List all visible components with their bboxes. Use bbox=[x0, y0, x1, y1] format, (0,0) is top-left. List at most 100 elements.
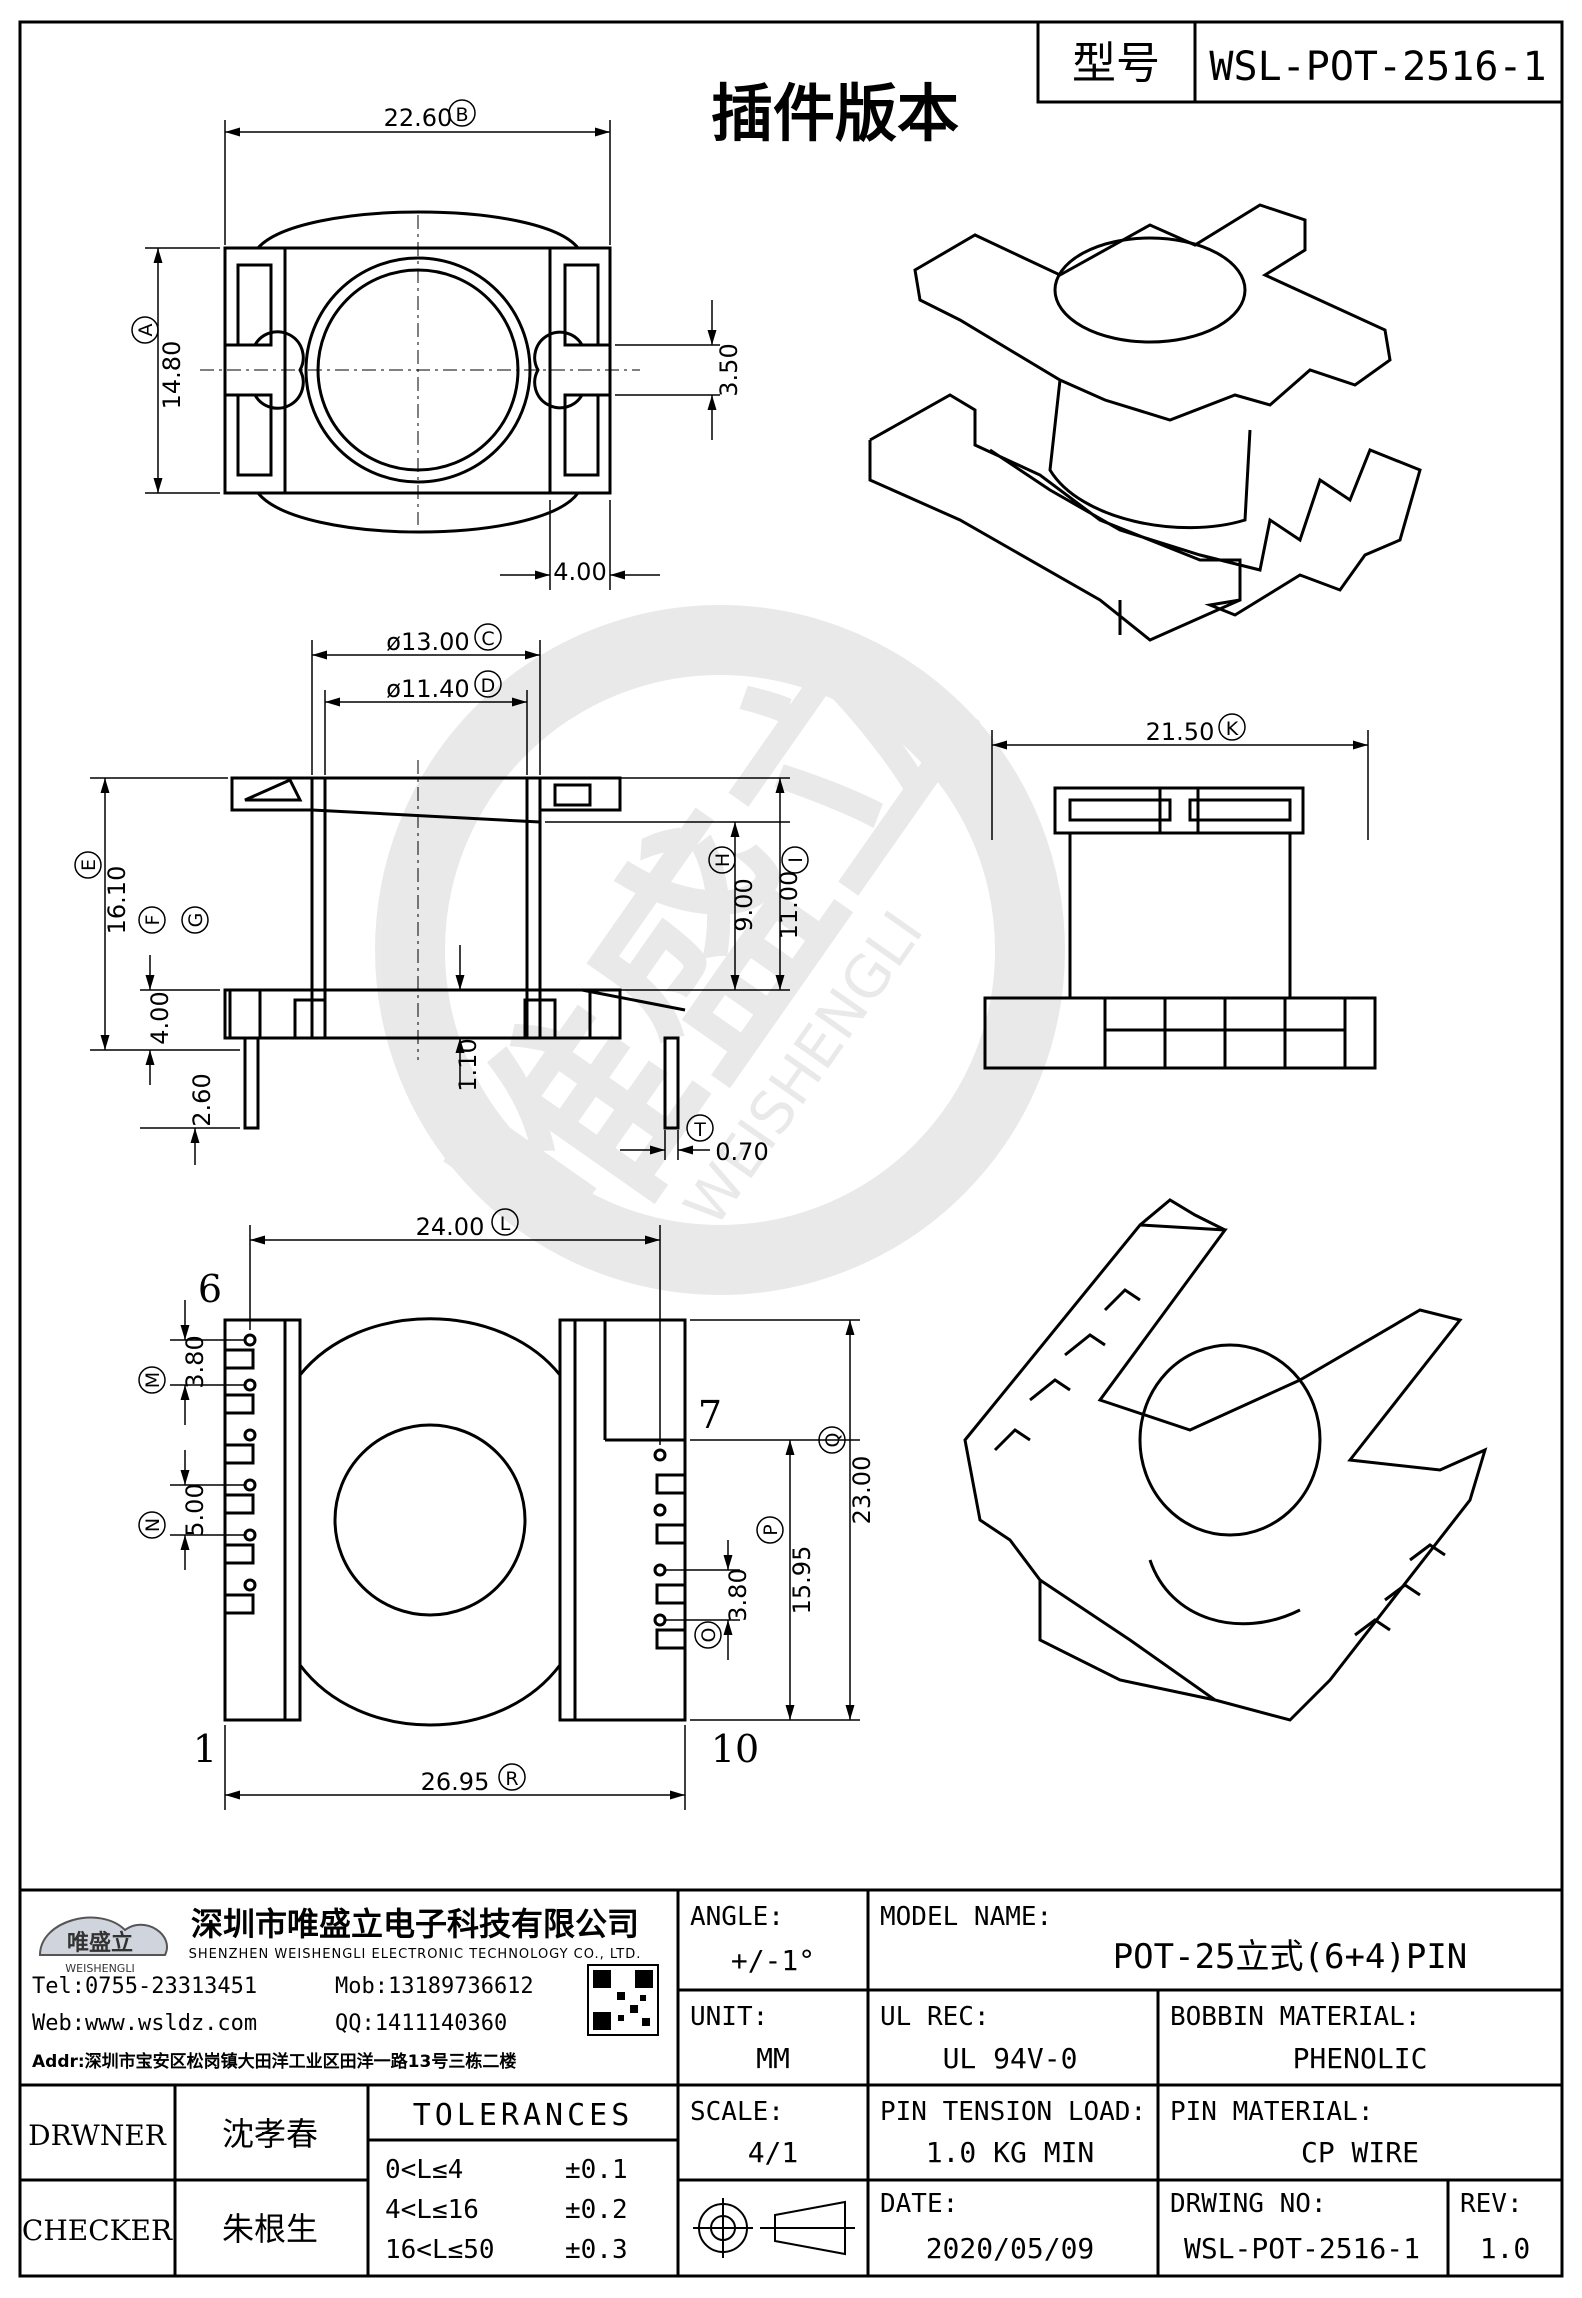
dim-length-tag: Q bbox=[822, 1433, 844, 1448]
company-logo: 唯盛立 WEISHENGLI bbox=[38, 1916, 168, 1975]
scale-label: SCALE: bbox=[690, 2097, 784, 2127]
page-title: 插件版本 bbox=[711, 77, 959, 150]
unit-value: MM bbox=[756, 2042, 790, 2075]
model-name-value: POT-25立式(6+4)PIN bbox=[1113, 1937, 1468, 1977]
company-addr: Addr:深圳市宝安区松岗镇大田洋工业区田洋一路13号三栋二楼 bbox=[32, 2051, 516, 2072]
title-block-grid bbox=[20, 1888, 1562, 2276]
tol-value-2: ±0.2 bbox=[565, 2195, 628, 2225]
company-qq: QQ:1411140360 bbox=[335, 2011, 507, 2036]
ul-label: UL REC: bbox=[880, 2002, 990, 2032]
checker-label: CHECKER bbox=[22, 2214, 173, 2247]
company-web: Web:www.wsldz.com bbox=[32, 2011, 257, 2036]
pin-label-10: 10 bbox=[711, 1727, 759, 1771]
dim-outer-dia-tag: C bbox=[481, 628, 494, 650]
bobbin-material-label: BOBBIN MATERIAL: bbox=[1170, 2002, 1420, 2032]
dim-front-width: 21.50 bbox=[1146, 718, 1215, 746]
dim-pitch-right: 3.80 bbox=[724, 1568, 752, 1621]
header-model-value: WSL-POT-2516-1 bbox=[1209, 44, 1546, 90]
rev-label: REV: bbox=[1460, 2189, 1523, 2219]
dim-top-width-tag: B bbox=[455, 104, 468, 126]
drawing-no-label: DRWING NO: bbox=[1170, 2189, 1327, 2219]
unit-label: UNIT: bbox=[690, 2002, 768, 2032]
dim-gap: 5.00 bbox=[181, 1483, 209, 1536]
checker-value: 朱根生 bbox=[222, 2210, 318, 2248]
dim-pin-stub: 2.60 bbox=[188, 1073, 216, 1126]
projection-symbol-icon bbox=[693, 2198, 855, 2258]
pin-label-6: 6 bbox=[198, 1267, 222, 1311]
rev-value: 1.0 bbox=[1480, 2232, 1531, 2265]
dim-pin-span: 24.00 bbox=[416, 1213, 485, 1241]
dim-f-tag: F bbox=[142, 915, 164, 926]
dim-length: 23.00 bbox=[848, 1456, 876, 1525]
dim-inner-height-tag: I bbox=[785, 857, 807, 863]
pin-material-label: PIN MATERIAL: bbox=[1170, 2097, 1374, 2127]
date-label: DATE: bbox=[880, 2189, 958, 2219]
top-view-dims bbox=[145, 120, 720, 590]
dim-top-flange: 4.00 bbox=[553, 558, 606, 586]
drawing-no-value: WSL-POT-2516-1 bbox=[1184, 2232, 1420, 2265]
side-view bbox=[223, 760, 686, 1130]
pin-tension-value: 1.0 KG MIN bbox=[926, 2136, 1095, 2169]
pin-label-1: 1 bbox=[193, 1727, 217, 1771]
side-view-dims bbox=[90, 640, 790, 1165]
dim-outer-dia: ø13.00 bbox=[386, 628, 469, 656]
tol-range-2: 4<L≤16 bbox=[385, 2195, 479, 2225]
dim-inner-height: 11.00 bbox=[775, 871, 803, 940]
tol-range-3: 16<L≤50 bbox=[385, 2235, 495, 2265]
ul-value: UL 94V-0 bbox=[943, 2042, 1078, 2075]
dim-top-height-tag: A bbox=[135, 324, 157, 337]
dim-pin-dia: 0.70 bbox=[715, 1138, 768, 1166]
tol-range-1: 0<L≤4 bbox=[385, 2155, 463, 2185]
tol-value-3: ±0.3 bbox=[565, 2235, 628, 2265]
pin-label-7: 7 bbox=[698, 1393, 722, 1437]
dim-pitch: 3.80 bbox=[181, 1335, 209, 1388]
dim-total-height: 16.10 bbox=[103, 866, 131, 935]
dim-flange-thickness: 1.10 bbox=[454, 1038, 482, 1091]
qr-code-icon bbox=[587, 1964, 659, 2036]
top-view bbox=[200, 210, 640, 534]
company-mob: Mob:13189736612 bbox=[335, 1974, 534, 1999]
watermark: 唯盛立 WEISHENGLI bbox=[375, 586, 1065, 1304]
dim-pitch-tag: M bbox=[142, 1372, 164, 1388]
tol-value-1: ±0.1 bbox=[565, 2155, 628, 2185]
drawner-value: 沈孝春 bbox=[222, 2115, 318, 2153]
dim-winding-height: 9.00 bbox=[730, 878, 758, 931]
dim-base-height: 4.00 bbox=[146, 991, 174, 1044]
angle-label: ANGLE: bbox=[690, 1902, 784, 1932]
dim-mid-tag: P bbox=[760, 1524, 782, 1535]
angle-value: +/-1° bbox=[731, 1944, 815, 1977]
dim-pin-span-tag: L bbox=[500, 1213, 511, 1235]
dim-inner-dia-tag: D bbox=[481, 675, 496, 697]
front-view bbox=[983, 786, 1377, 1070]
dim-inner-dia: ø11.40 bbox=[386, 675, 469, 703]
tolerances-title: TOLERANCES bbox=[413, 2098, 634, 2133]
bobbin-material-value: PHENOLIC bbox=[1293, 2042, 1428, 2075]
company-name-en: SHENZHEN WEISHENGLI ELECTRONIC TECHNOLOG… bbox=[189, 1947, 642, 1962]
dim-winding-height-tag: H bbox=[712, 853, 734, 867]
model-name-label: MODEL NAME: bbox=[880, 1902, 1052, 1932]
company-logo-cn: 唯盛立 bbox=[67, 1930, 133, 1956]
date-value: 2020/05/09 bbox=[926, 2232, 1095, 2265]
company-name-cn: 深圳市唯盛立电子科技有限公司 bbox=[191, 1905, 639, 1943]
dim-gap-tag: N bbox=[142, 1518, 164, 1532]
dim-pin-dia-tag: T bbox=[693, 1119, 706, 1141]
company-tel: Tel:0755-23313451 bbox=[32, 1974, 257, 1999]
front-view-dims bbox=[991, 730, 1369, 840]
bottom-view-dims bbox=[170, 1225, 860, 1810]
dim-top-height: 14.80 bbox=[158, 341, 186, 410]
dim-overall-width-tag: R bbox=[505, 1768, 518, 1790]
company-logo-en: WEISHENGLI bbox=[65, 1962, 134, 1975]
dim-front-width-tag: K bbox=[1226, 718, 1239, 740]
header-model-label: 型号 bbox=[1072, 38, 1160, 89]
dim-top-slot: 3.50 bbox=[715, 343, 743, 396]
iso-view-bottom bbox=[963, 1198, 1488, 1722]
pin-material-value: CP WIRE bbox=[1301, 2136, 1419, 2169]
pin-tension-label: PIN TENSION LOAD: bbox=[880, 2097, 1146, 2127]
drawner-label: DRWNER bbox=[28, 2119, 167, 2152]
header-model-box: 型号 WSL-POT-2516-1 bbox=[1036, 20, 1564, 104]
dim-total-height-tag: E bbox=[78, 859, 100, 871]
dim-pitch-right-tag: O bbox=[698, 1628, 720, 1643]
dim-overall-width: 26.95 bbox=[421, 1768, 490, 1796]
dim-g-tag: G bbox=[185, 913, 207, 928]
